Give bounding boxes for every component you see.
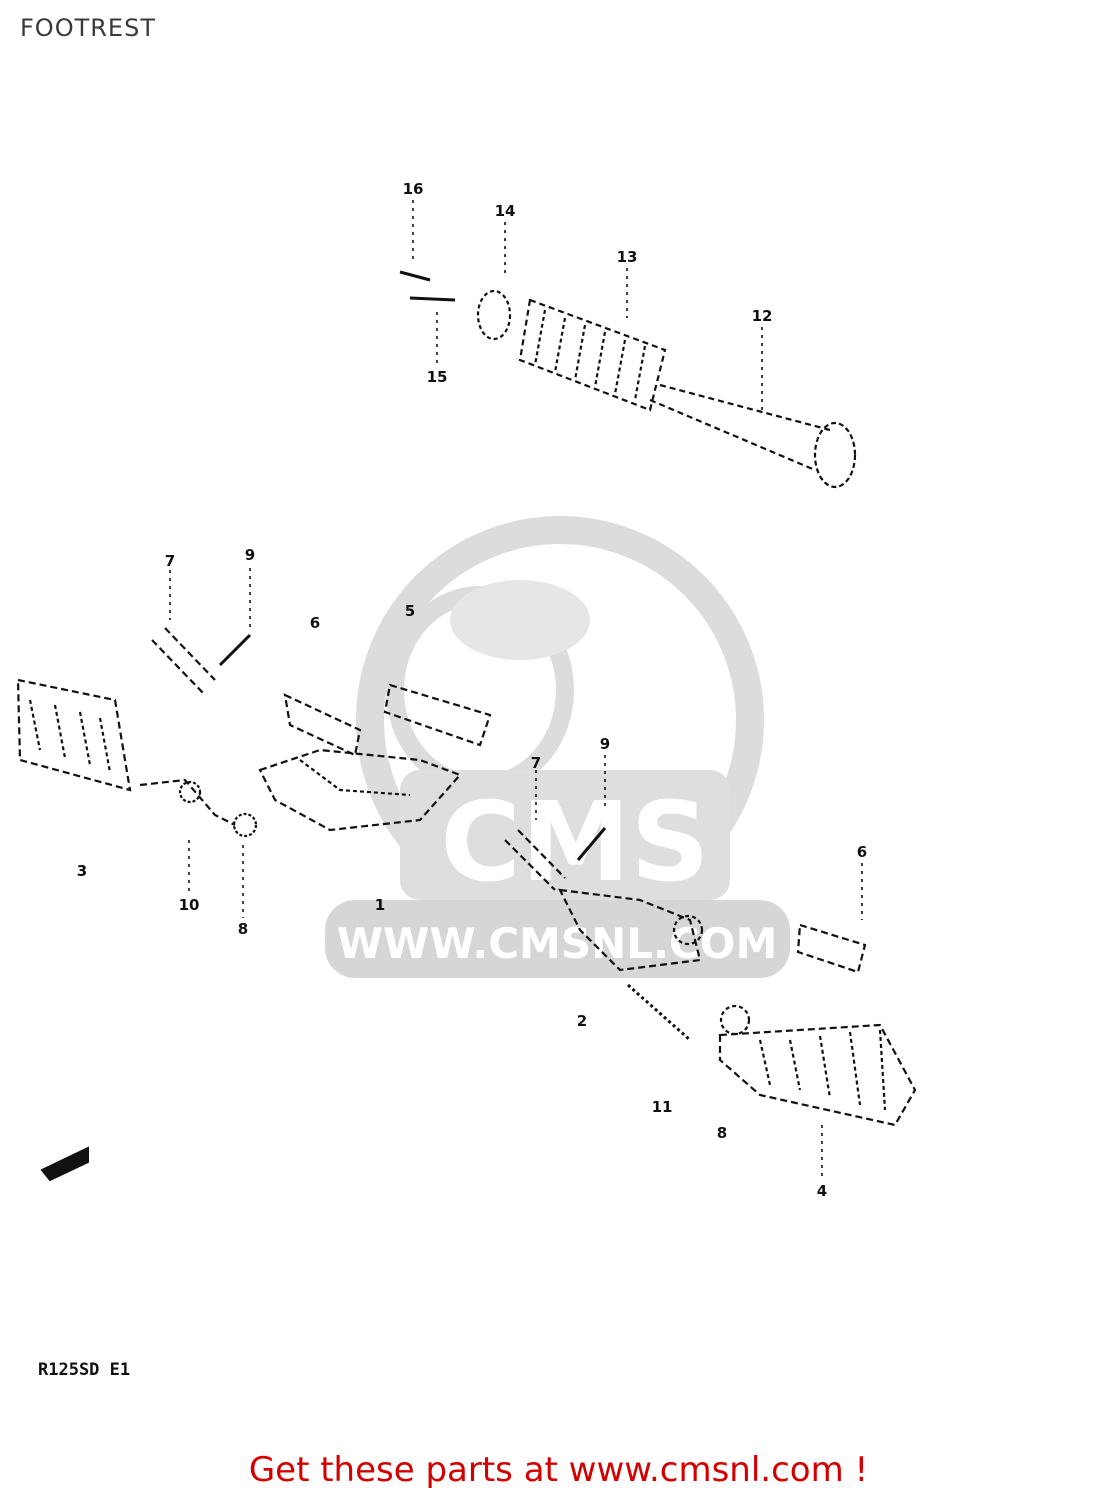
left-cotter [218, 633, 252, 667]
callout-6-left: 6 [310, 614, 320, 632]
bracket-bolt-b [383, 683, 492, 747]
right-bracket-hole [672, 914, 704, 946]
callout-4: 4 [817, 1182, 827, 1200]
left-snap-ring [232, 812, 258, 838]
right-spring [627, 983, 691, 1042]
right-peg-eye [719, 1004, 751, 1036]
bracket [258, 748, 462, 832]
callout-7-right: 7 [531, 754, 541, 772]
callout-1: 1 [375, 896, 385, 914]
right-bracket [558, 888, 702, 972]
right-footrest-assembly [504, 827, 917, 1127]
left-pin [151, 627, 216, 696]
left-footrest-pivot-hole [178, 780, 202, 804]
callout-9-right: 9 [600, 735, 610, 753]
right-cotter [576, 827, 607, 861]
callout-6-right: 6 [857, 843, 867, 861]
footrest-rubber [518, 298, 667, 412]
right-bolt [796, 923, 867, 974]
bracket-bolt-a [283, 693, 362, 757]
callout-8-right: 8 [717, 1124, 727, 1142]
callout-7-left: 7 [165, 552, 175, 570]
footrest-shaft [649, 383, 831, 472]
front-direction-arrow [40, 1146, 89, 1182]
cms-watermark: CMS WWW.CMSNL.COM [325, 516, 790, 978]
callout-15: 15 [427, 368, 448, 386]
watermark-url: WWW.CMSNL.COM [337, 919, 778, 968]
left-footrest-assembly [16, 627, 492, 838]
cotter-pin [399, 270, 456, 302]
callout-5: 5 [405, 602, 415, 620]
callout-12: 12 [752, 307, 773, 325]
callout-9-left: 9 [245, 546, 255, 564]
footrest-shaft-end [813, 421, 857, 489]
leader-lines-top [412, 200, 763, 410]
callout-2: 2 [577, 1012, 587, 1030]
shop-link[interactable]: Get these parts at www.cmsnl.com ! [248, 1450, 869, 1490]
page-title: FOOTREST [20, 14, 156, 42]
callout-16: 16 [403, 180, 424, 198]
model-code: R125SD E1 [38, 1360, 131, 1380]
leader-lines-bottom [169, 568, 863, 1178]
right-footrest-peg [718, 1023, 917, 1127]
right-pin [504, 829, 566, 891]
callout-10: 10 [179, 896, 200, 914]
callout-14: 14 [495, 202, 516, 220]
washer [476, 289, 512, 341]
left-footrest-pivot [139, 778, 236, 826]
callout-numbers: 16 14 13 12 15 7 9 6 5 3 10 8 1 7 9 6 2 … [77, 180, 867, 1200]
callout-8-left: 8 [238, 920, 248, 938]
watermark-brand: CMS [440, 778, 709, 906]
left-footrest-peg [16, 678, 132, 792]
callout-11: 11 [652, 1098, 673, 1116]
rear-footrest-assembly [399, 270, 857, 489]
callout-3: 3 [77, 862, 87, 880]
callout-13: 13 [617, 248, 638, 266]
